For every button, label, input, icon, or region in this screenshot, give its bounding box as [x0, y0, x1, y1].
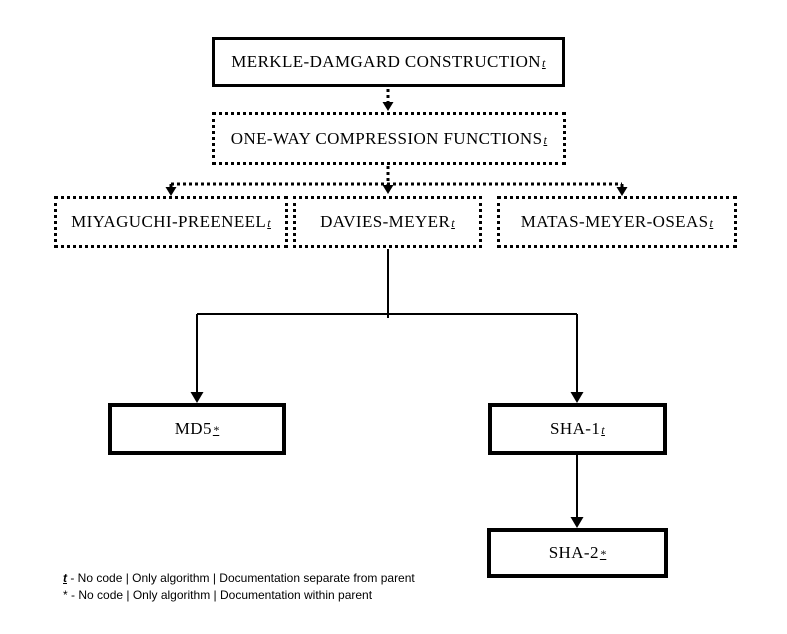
- arrowhead-down-icon: [190, 392, 204, 403]
- node-marker: t: [709, 216, 714, 230]
- legend-text: - No code | Only algorithm | Documentati…: [70, 571, 415, 585]
- dotted-arrowheads: [165, 102, 628, 196]
- node-sha2: SHA-2*: [487, 528, 668, 578]
- legend-row-asterisk: * - No code | Only algorithm | Documenta…: [63, 587, 415, 604]
- node-label: MD5: [174, 419, 212, 438]
- legend-text: - No code | Only algorithm | Documentati…: [71, 588, 373, 602]
- node-label: MERKLE-DAMGARD CONSTRUCTION: [231, 52, 541, 71]
- arrowhead-down-icon: [382, 102, 394, 111]
- node-marker: t: [267, 216, 271, 230]
- node-one-way-compression-functions: ONE-WAY COMPRESSION FUNCTIONSt: [212, 112, 566, 165]
- arrowhead-down-icon: [570, 517, 584, 528]
- node-marker: t: [543, 132, 548, 147]
- legend-symbol-t: t: [63, 571, 67, 585]
- node-marker: t: [451, 216, 455, 230]
- legend-row-dagger: t - No code | Only algorithm | Documenta…: [63, 570, 415, 587]
- node-marker: t: [601, 423, 605, 437]
- node-sha1: SHA-1t: [488, 403, 667, 455]
- solid-arrowheads: [190, 392, 584, 528]
- node-label: ONE-WAY COMPRESSION FUNCTIONS: [230, 128, 543, 148]
- node-label: SHA-1: [550, 419, 601, 438]
- node-marker: *: [212, 423, 220, 437]
- node-label: DAVIES-MEYER: [320, 212, 451, 231]
- node-label: SHA-2: [548, 543, 599, 562]
- arrowhead-down-icon: [616, 187, 628, 196]
- arrowhead-down-icon: [165, 187, 177, 196]
- arrowhead-down-icon: [570, 392, 584, 403]
- node-merkle-damgard-construction: MERKLE-DAMGARD CONSTRUCTIONt: [212, 37, 565, 87]
- legend-symbol-asterisk: *: [63, 588, 68, 602]
- node-md5: MD5*: [108, 403, 286, 455]
- node-marker: t: [542, 56, 546, 70]
- node-matas-meyer-oseas: MATAS-MEYER-OSEASt: [497, 196, 737, 248]
- legend: t - No code | Only algorithm | Documenta…: [63, 570, 415, 604]
- node-miyaguchi-preneel: MIYAGUCHI-PREENEELt: [54, 196, 288, 248]
- node-marker: *: [599, 547, 607, 561]
- arrowhead-down-icon: [382, 185, 394, 194]
- solid-connectors: [196, 249, 578, 518]
- node-davies-meyer: DAVIES-MEYERt: [293, 196, 482, 248]
- node-label: MIYAGUCHI-PREENEEL: [71, 212, 267, 231]
- node-label: MATAS-MEYER-OSEAS: [520, 212, 709, 231]
